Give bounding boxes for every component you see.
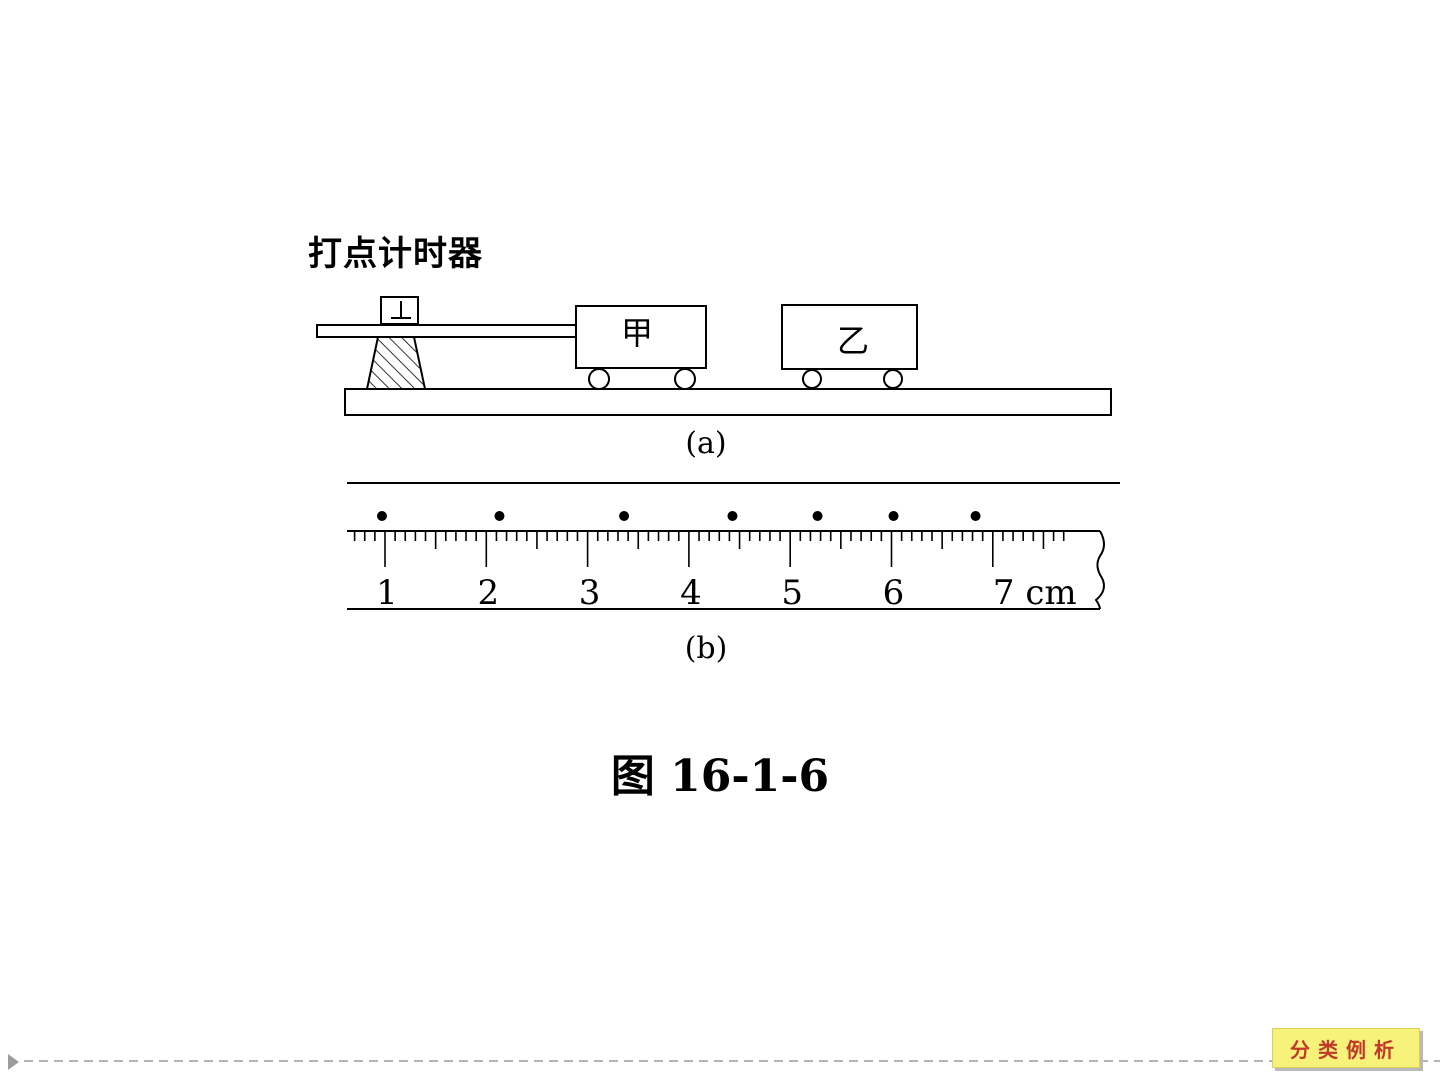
cart-b-label: 乙 [837,322,869,360]
timer-stand [365,336,427,390]
part-a-label: (a) [685,426,726,461]
paper-tape [316,324,577,338]
footer-arrow-icon [8,1054,19,1070]
ruler-number: 7 cm [993,573,1077,613]
ruler-number: 3 [579,573,601,613]
ruler-number: 6 [883,573,905,613]
tape-dot [888,511,899,521]
ruler-number: 1 [376,573,398,613]
part-b-label: (b) [685,631,728,666]
tape-dot [619,511,630,521]
tape-dots [376,511,981,521]
tape-dot [376,511,387,521]
cart-a: 甲 [575,305,707,390]
ruler-number: 4 [680,573,702,613]
tape-dot [970,511,981,521]
tape-dot [727,511,738,521]
ruler-torn-edge [1094,530,1105,610]
nav-badge-button[interactable]: 分类例析 [1272,1028,1420,1068]
figure-caption: 图 16-1-6 [610,751,830,802]
timer-label: 打点计时器 [308,234,483,274]
ruler-number: 5 [781,573,803,613]
cart-a-label: 甲 [621,314,653,352]
ruler-ticks [353,531,1065,567]
tape-dot [812,511,823,521]
tape-dot [494,511,505,521]
ruler-number: 2 [477,573,499,613]
track-board [344,388,1112,416]
cart-b: 乙 [781,304,918,389]
timer-icon [380,296,419,325]
ruler-numbers: 1 2 3 4 5 6 7 cm [376,573,1076,613]
